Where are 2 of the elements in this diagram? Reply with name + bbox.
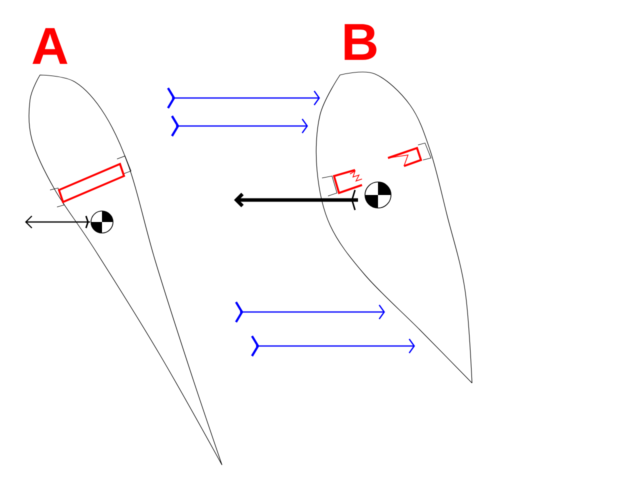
section-label: B xyxy=(344,24,376,60)
section-label: A xyxy=(32,28,68,64)
